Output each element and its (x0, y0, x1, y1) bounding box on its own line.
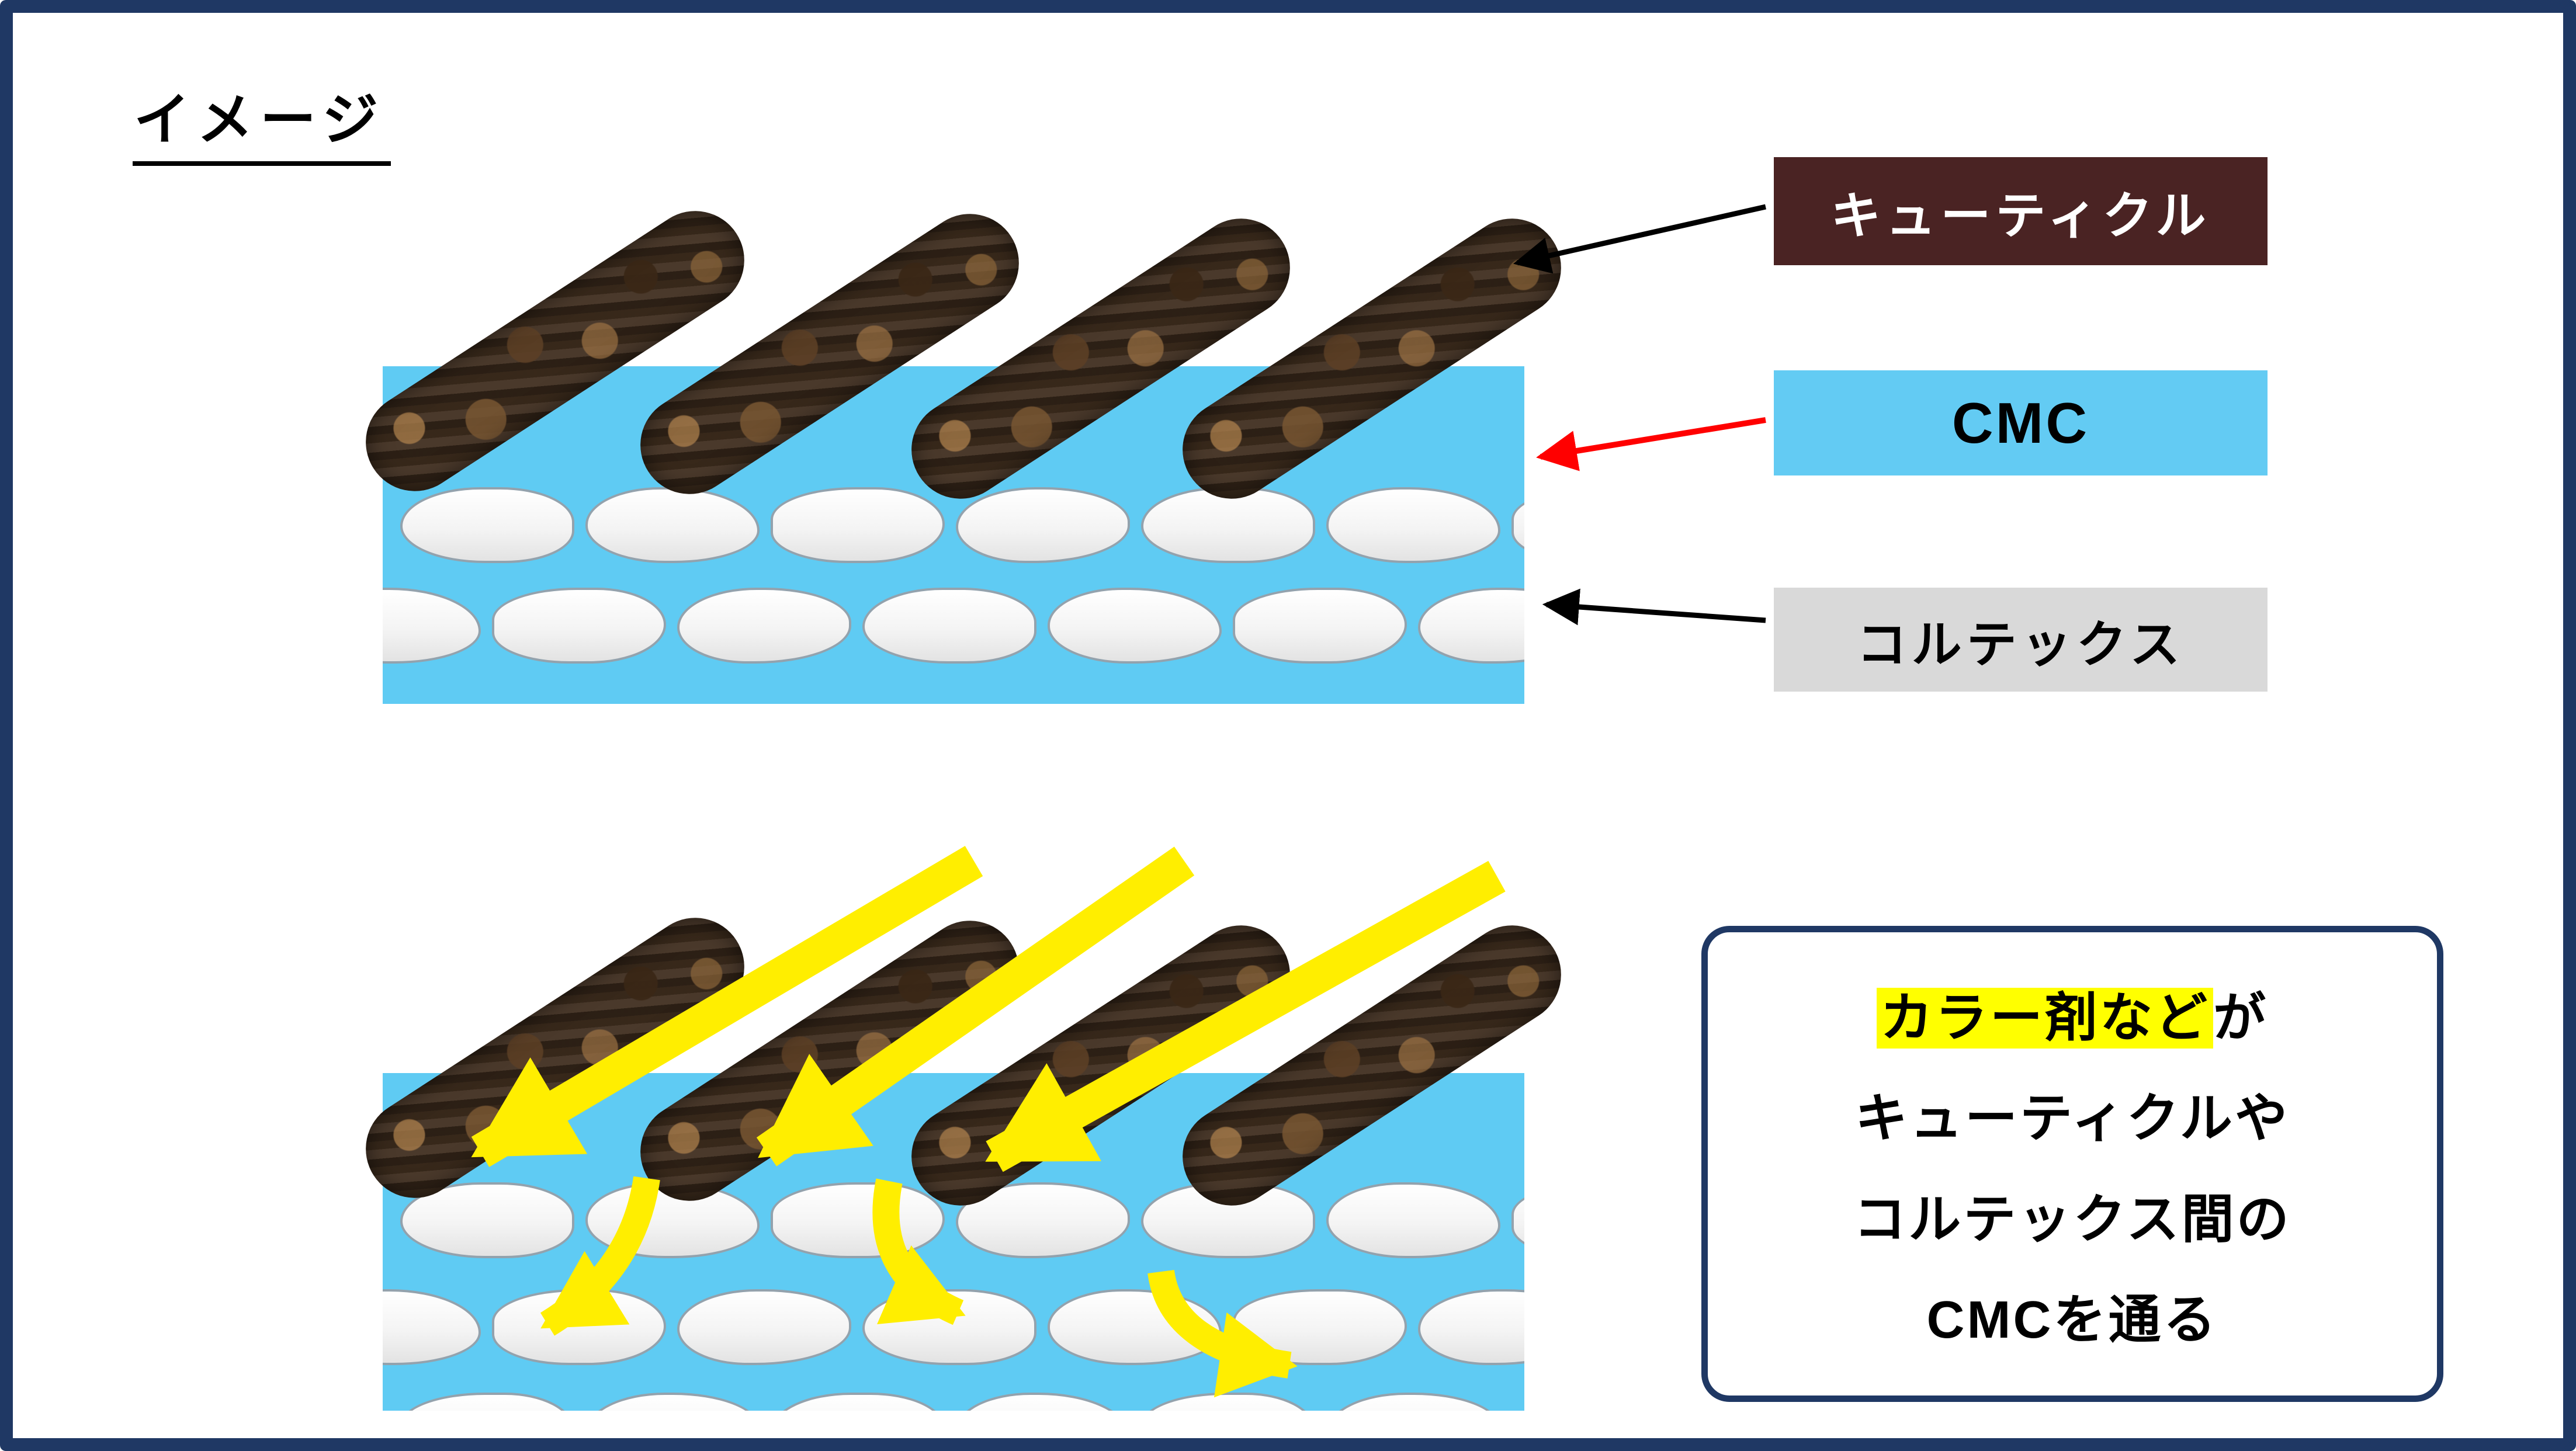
caption-highlight: カラー剤など (1877, 987, 2213, 1049)
cortex-cell (956, 1393, 1130, 1411)
caption-line-1: カラー剤などが (1877, 975, 2268, 1051)
cortex-cell (771, 1182, 945, 1258)
cortex-cell (383, 588, 481, 664)
cortex-cell (771, 1393, 945, 1411)
page-title: イメージ (133, 74, 391, 166)
hair-structure-top (346, 192, 1580, 705)
cortex-cell (1233, 1289, 1407, 1365)
cortex-cell (956, 487, 1130, 563)
cortex-cell (1511, 487, 1524, 563)
arrow-cmc-pointer (1536, 417, 1766, 471)
label-cuticle-text: キューティクル (1830, 188, 2211, 244)
cortex-cell (1048, 1289, 1222, 1365)
label-cmc: CMC (1774, 370, 2268, 475)
cortex-cell (1048, 588, 1222, 664)
cortex-cell (956, 1182, 1130, 1258)
label-cmc-text: CMC (1951, 390, 2090, 455)
cortex-cell (1326, 487, 1500, 563)
caption-line-3: コルテックス間の (1853, 1190, 2291, 1249)
arrow-cortex-pointer (1542, 588, 1766, 626)
cortex-cell (1511, 1182, 1524, 1258)
cortex-cell (400, 487, 574, 563)
cmc-layer (383, 1073, 1524, 1411)
label-cuticle: キューティクル (1774, 157, 2268, 265)
cortex-cell (1326, 1182, 1500, 1258)
cortex-cell (383, 1289, 481, 1365)
caption-line-2: キューティクルや (1855, 1089, 2290, 1148)
cortex-cell (771, 487, 945, 563)
hair-structure-bottom (346, 899, 1580, 1412)
label-cortex: コルテックス (1774, 588, 2268, 692)
cortex-cell (1511, 1393, 1524, 1411)
cortex-cell (862, 1289, 1036, 1365)
cortex-cell (862, 588, 1036, 664)
cortex-cell (492, 588, 666, 664)
cortex-cell (585, 487, 760, 563)
cortex-cell (1418, 1289, 1524, 1365)
cortex-cell (1326, 1393, 1500, 1411)
cortex-cell (492, 1289, 666, 1365)
cortex-cell (677, 588, 851, 664)
caption-line-1-rest: が (2213, 988, 2268, 1047)
caption-line-4: CMCを通る (1926, 1291, 2218, 1350)
cortex-cell (1141, 487, 1315, 563)
caption-box: カラー剤などが キューティクルや コルテックス間の CMCを通る (1701, 926, 2443, 1402)
cortex-cell (400, 1393, 574, 1411)
cortex-cell (1233, 588, 1407, 664)
cortex-cell (1141, 1393, 1315, 1411)
label-cortex-text: コルテックス (1856, 616, 2185, 673)
cortex-cell (1418, 588, 1524, 664)
cortex-cell (585, 1393, 760, 1411)
cortex-cell (677, 1289, 851, 1365)
